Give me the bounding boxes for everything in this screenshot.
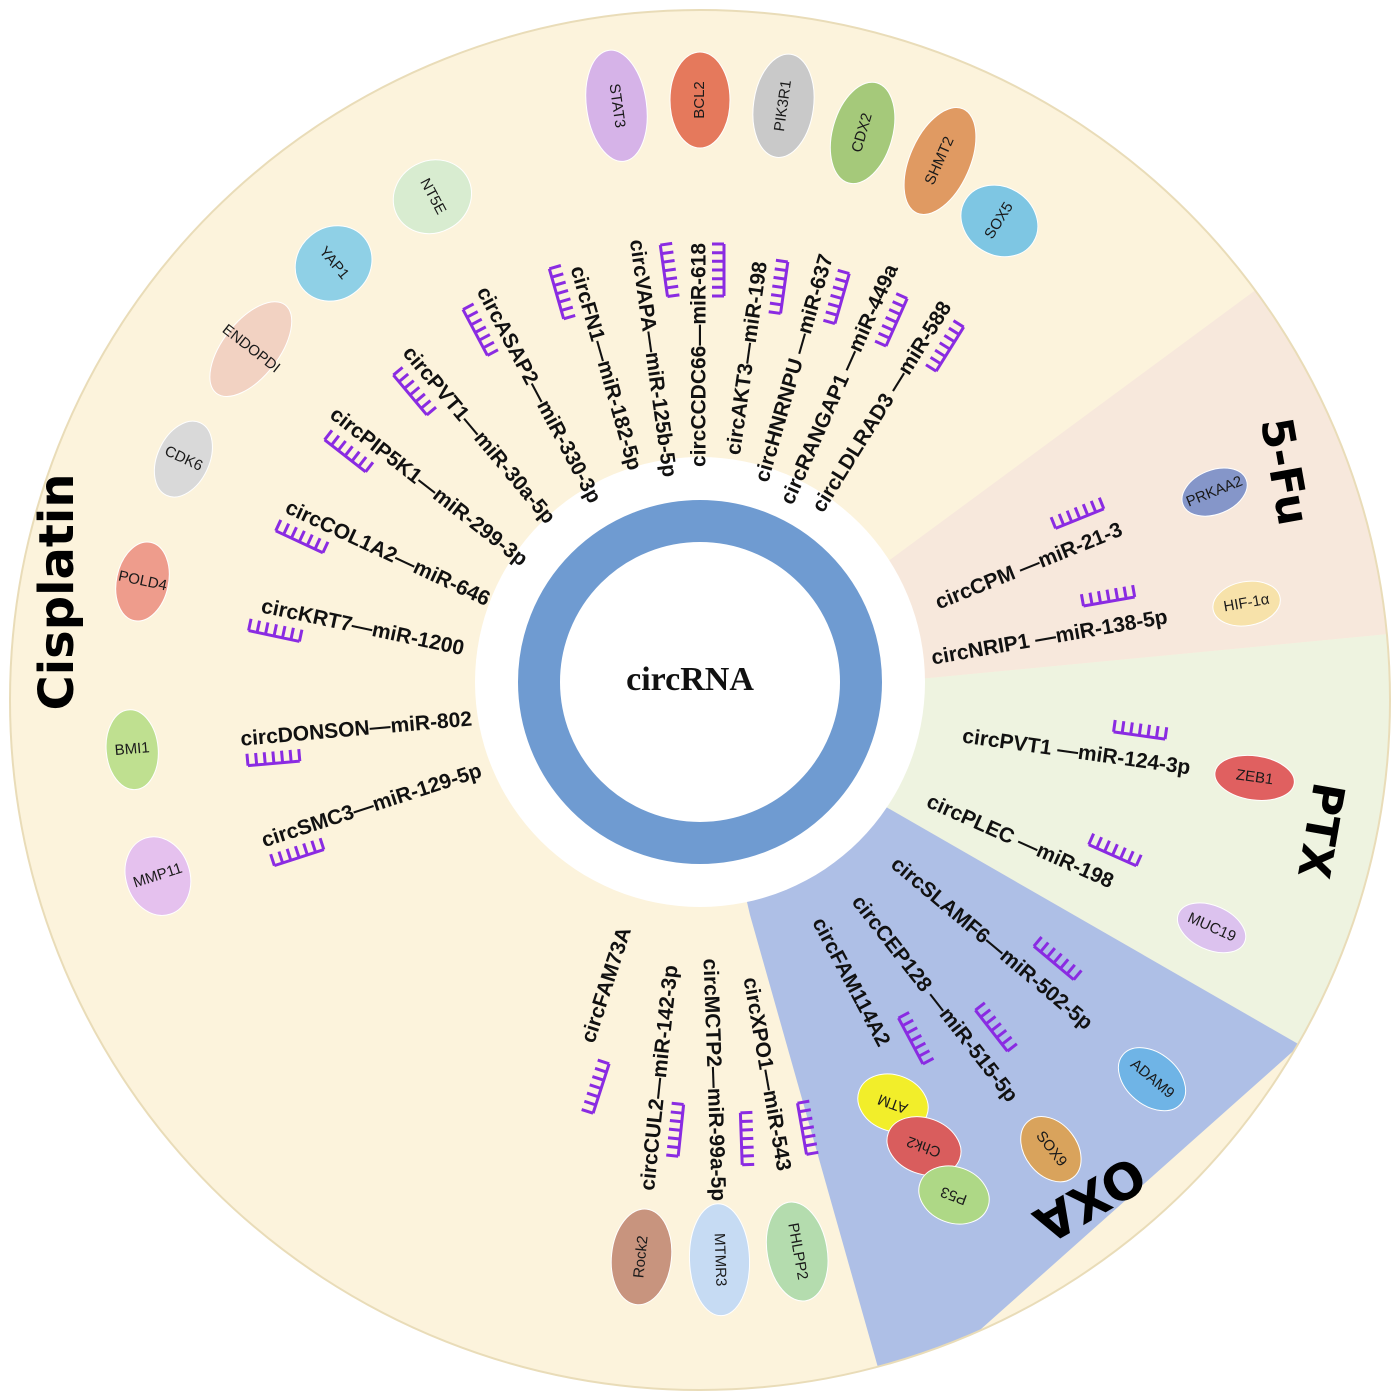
target-gene-ellipse: CDK6 — [153, 420, 213, 498]
sector-oxa-bg — [700, 700, 1300, 1390]
target-gene-ellipse: BCL2 — [669, 51, 731, 149]
mirna-comb-icon — [323, 429, 375, 473]
target-gene-ellipse: ENDOPDI — [209, 301, 293, 397]
target-gene-ellipse: NT5E — [392, 159, 473, 235]
mirna-comb-icon — [1112, 719, 1169, 741]
axis-4: circCCDC66—miR-618 BCL2 — [669, 51, 731, 467]
target-gene-ellipse: PIK3R1 — [752, 53, 815, 158]
mirna-comb-icon — [247, 618, 304, 643]
target-gene-ellipse-label: BCL2 — [691, 81, 708, 119]
mirna-comb-icon — [245, 749, 302, 768]
mirna-comb-icon — [974, 1001, 1018, 1053]
mirna-comb-icon — [269, 837, 326, 868]
target-gene-ellipse: MTMR3 — [688, 1203, 751, 1317]
target-gene-ellipse: MMP11 — [124, 836, 192, 916]
mirna-comb-icon — [796, 1099, 819, 1156]
target-gene-ellipse-label: MTMR3 — [711, 1233, 730, 1287]
target-gene-ellipse: ZEB1 — [1214, 754, 1295, 801]
mirna-comb-icon — [547, 264, 576, 321]
target-gene-ellipse-label: BMI1 — [114, 739, 150, 759]
mirna-comb-icon — [274, 519, 330, 555]
target-gene-ellipse: PRKAA2 — [1181, 467, 1248, 517]
target-gene-ellipse-label: ZEB1 — [1235, 766, 1275, 788]
mirna-comb-icon — [1087, 833, 1143, 868]
mirna-comb-icon — [666, 1101, 686, 1158]
mirna-comb-icon — [658, 241, 680, 299]
target-gene-ellipse: CDX2 — [829, 81, 896, 185]
mirna-comb-icon — [461, 302, 499, 357]
target-gene-ellipse: PHLPP2 — [765, 1201, 829, 1302]
mirna-comb-icon — [822, 268, 851, 326]
mirna-comb-icon — [925, 319, 965, 373]
mirna-comb-icon — [1079, 584, 1137, 608]
target-gene-ellipse: MUC19 — [1177, 902, 1247, 954]
mirna-comb-icon — [712, 242, 726, 298]
target-gene-ellipse: SHMT2 — [903, 107, 977, 215]
drug-label-cisplatin: Cisplatin — [29, 473, 85, 710]
target-gene-ellipse: Rock2 — [610, 1208, 673, 1306]
target-gene-ellipse: ADAM9 — [1117, 1047, 1187, 1112]
mirna-comb-icon — [768, 258, 790, 315]
mirna-comb-icon — [874, 292, 909, 348]
target-gene-ellipse-label: STAT3 — [606, 83, 629, 129]
target-gene-ellipse: STAT3 — [585, 49, 648, 162]
center-label: circRNA — [626, 661, 754, 698]
oxa-gene-ellipse: P53 — [918, 1165, 990, 1225]
circrna-ring — [518, 500, 882, 864]
target-gene-ellipse-label: Rock2 — [630, 1235, 651, 1279]
target-gene-ellipse: YAP1 — [294, 225, 373, 302]
mirna-comb-icon — [581, 1058, 611, 1115]
mirna-comb-icon — [738, 1110, 755, 1167]
mirna-comb-icon — [897, 1011, 935, 1066]
target-gene-ellipse: HIF-1α — [1212, 580, 1281, 627]
mirna-comb-icon — [392, 366, 437, 417]
target-gene-ellipse: BMI1 — [105, 709, 159, 791]
mirna-comb-icon — [1032, 936, 1083, 981]
target-gene-ellipse: SOX9 — [1020, 1116, 1082, 1183]
target-gene-ellipse: POLD4 — [115, 541, 170, 622]
circrna-mirna-label: circCCDC66—miR-618 — [688, 243, 711, 467]
target-gene-ellipse: SOX5 — [960, 184, 1039, 258]
mirna-comb-icon — [1049, 497, 1106, 530]
outer-disc-border — [9, 9, 1391, 1391]
oxa-gene-ellipse: Chk2 — [886, 1116, 962, 1176]
